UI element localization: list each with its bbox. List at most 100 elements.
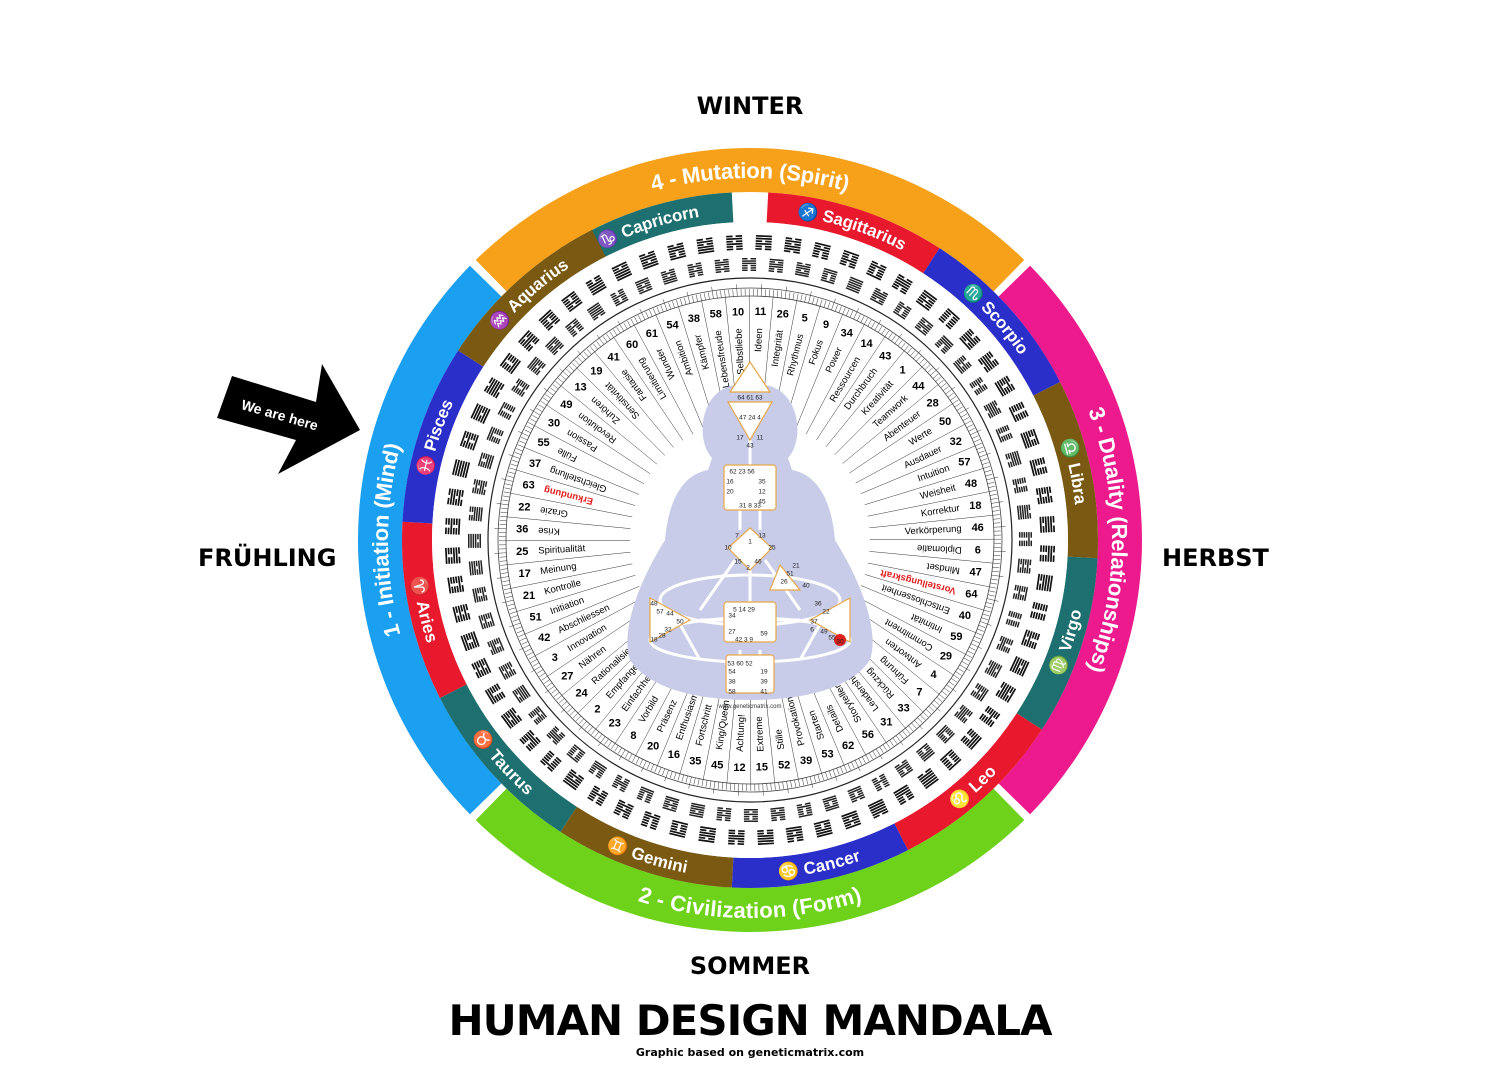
- hexagram-line: [915, 742, 928, 753]
- hexagram-line: [697, 273, 704, 277]
- hexagram-glyph: [726, 234, 743, 251]
- hexagram-line: [661, 270, 676, 277]
- hexagram-line: [539, 760, 546, 766]
- hexagram-line: [737, 840, 745, 843]
- hexagram-line: [1021, 661, 1030, 677]
- hexagram-line: [621, 296, 628, 301]
- hexagram-line: [1023, 504, 1027, 520]
- hexagram-line: [542, 319, 548, 326]
- hexagram-line: [866, 272, 882, 281]
- hexagram-line: [1032, 601, 1036, 609]
- hexagram-line: [517, 686, 527, 700]
- tick-mark: [991, 574, 1004, 577]
- hexagram-line: [468, 514, 471, 521]
- hexagram-line: [977, 687, 987, 701]
- hexagram-glyph: [459, 430, 480, 451]
- hexagram-line: [938, 317, 945, 324]
- hexagram-glyph: [487, 637, 505, 656]
- hexagram-line: [589, 305, 602, 316]
- hexagram-line: [468, 642, 473, 650]
- hexagram-line: [450, 547, 453, 555]
- gate-divider: [864, 574, 984, 611]
- tick-mark: [544, 685, 555, 694]
- tick-mark: [501, 478, 514, 482]
- hexagram-line: [1044, 604, 1049, 612]
- hexagram-line: [851, 815, 859, 819]
- hexagram-line: [467, 442, 471, 449]
- hexagram-line: [529, 742, 536, 748]
- hexagram-line: [839, 262, 847, 266]
- tick-mark: [991, 501, 1004, 504]
- hexagram-line: [549, 730, 561, 742]
- hexagram-glyph: [977, 351, 1000, 373]
- tick-mark: [786, 781, 789, 794]
- hexagram-line: [784, 244, 801, 249]
- tick-mark: [946, 684, 957, 693]
- hexagram-line: [851, 255, 859, 260]
- hexagram-line: [954, 711, 959, 717]
- hexagram-line: [477, 533, 479, 540]
- hexagram-line: [728, 837, 745, 840]
- tick-mark: [772, 290, 775, 298]
- tick-mark: [985, 474, 993, 477]
- gate-divider: [524, 586, 640, 635]
- tick-mark: [794, 779, 796, 787]
- hexagram-line: [447, 497, 450, 505]
- gate-divider: [855, 424, 965, 484]
- hexagram-glyph: [893, 784, 915, 806]
- hexagram-line: [1002, 646, 1007, 652]
- hexagram-line: [484, 454, 490, 469]
- hexagram-line: [1005, 434, 1009, 441]
- hexagram-line: [669, 252, 676, 256]
- hexagram-line: [548, 345, 554, 351]
- season-winter: WINTER: [696, 92, 804, 120]
- hexagram-line: [663, 802, 678, 808]
- hexagram-line: [453, 518, 456, 525]
- season-spring: FRÜHLING: [198, 544, 337, 572]
- hexagram-glyph: [500, 707, 523, 729]
- hexagram-line: [765, 240, 772, 243]
- hexagram-line: [1034, 459, 1038, 466]
- hexagram-line: [590, 766, 597, 771]
- hexagram-line: [757, 837, 774, 840]
- hexagram-line: [472, 533, 475, 548]
- hexagram-glyph: [996, 635, 1014, 654]
- hexagram-line: [769, 263, 784, 267]
- hexagram-line: [523, 335, 536, 349]
- tick-mark: [823, 300, 827, 308]
- hexagram-glyph: [969, 376, 988, 396]
- gate-divider: [507, 516, 631, 529]
- hexagram-line: [664, 800, 670, 804]
- tick-mark: [658, 767, 662, 774]
- hexagram-line: [541, 758, 555, 771]
- hexagram-line: [715, 271, 722, 274]
- tick-mark: [502, 495, 510, 498]
- hexagram-line: [470, 514, 473, 521]
- tick-mark: [967, 650, 974, 655]
- hexagram-glyph: [892, 301, 912, 320]
- hexagram-line: [462, 634, 470, 651]
- hexagram-line: [565, 775, 580, 787]
- hexagram-line: [601, 790, 609, 796]
- hexagram-line: [1017, 585, 1022, 600]
- hexagram-line: [447, 577, 452, 594]
- hexagram-line: [497, 401, 506, 415]
- hexagram-line: [906, 766, 912, 772]
- hexagram-line: [501, 361, 508, 369]
- hexagram-line: [572, 332, 578, 338]
- gate-keyword: Krise: [538, 525, 560, 537]
- hexagram-line: [752, 811, 758, 813]
- tick-mark: [570, 710, 576, 716]
- hexagram-line: [1005, 386, 1011, 393]
- tick-mark: [596, 341, 602, 348]
- hexagram-glyph: [794, 261, 811, 278]
- hexagram-line: [519, 380, 524, 387]
- hexagram-line: [690, 807, 705, 812]
- tick-mark: [860, 316, 865, 323]
- gate-keyword: Integrität: [770, 329, 786, 368]
- hexagram-line: [487, 621, 491, 628]
- gate-number: 57: [958, 456, 970, 468]
- tick-mark: [574, 360, 580, 366]
- hexagram-line: [795, 270, 810, 276]
- hexagram-line: [962, 333, 975, 347]
